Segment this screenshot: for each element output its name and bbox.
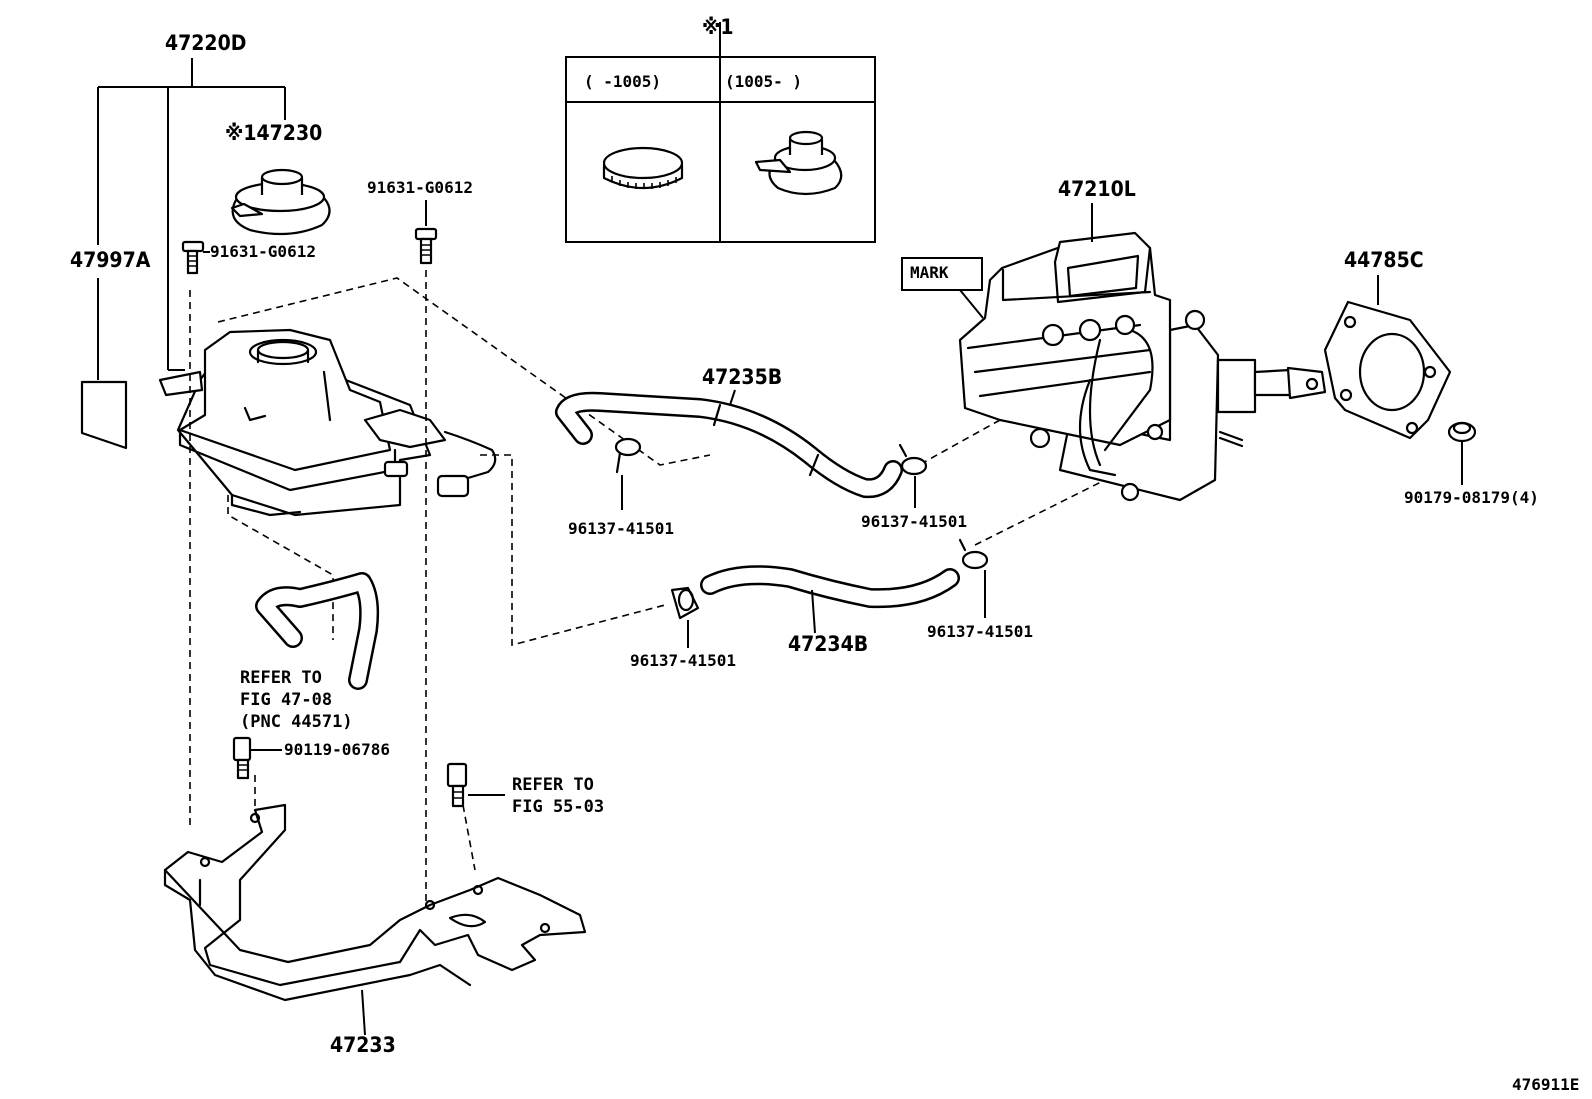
bolt-91631-lower-icon <box>181 240 205 275</box>
cap-new-icon <box>754 130 843 196</box>
refer-b-line1: REFER TO <box>512 775 594 795</box>
leader-47233 <box>361 989 366 1036</box>
label-clip-96137-3: 96137-41501 <box>630 651 736 670</box>
label-47233: 47233 <box>330 1033 396 1057</box>
legend-box <box>565 22 876 243</box>
label-plate-icon <box>80 380 128 450</box>
bracket-47233-icon <box>163 803 587 1002</box>
label-note-1: ※1 <box>702 15 734 39</box>
reservoir-cap-icon <box>230 168 331 236</box>
label-clip-96137-4: 96137-41501 <box>927 622 1033 641</box>
legend-col1-label: ( -1005) <box>584 72 661 91</box>
legend-col2-label: (1005- ) <box>725 72 802 91</box>
bolt-91631-upper-icon <box>414 227 438 265</box>
label-47220d: 47220D <box>165 31 246 55</box>
figure-id: 476911E <box>1512 1075 1579 1094</box>
mark-box <box>901 257 983 291</box>
dashed-guides <box>189 270 1121 905</box>
label-47997a: 47997A <box>70 248 151 272</box>
label-47234b: 47234B <box>788 632 868 656</box>
clip-96137-3-icon <box>670 586 700 620</box>
label-nut-90179: 90179-08179(4) <box>1404 488 1539 507</box>
label-47235b: 47235B <box>702 365 782 389</box>
label-bolt-91631-lower: 91631-G0612 <box>210 242 316 261</box>
label-47210l: 47210L <box>1058 177 1136 201</box>
refer-a-line3: (PNC 44571) <box>240 712 353 732</box>
bolt-refer-icon <box>446 762 468 808</box>
label-44785c: 44785C <box>1344 248 1424 272</box>
gasket-44785c-icon <box>1323 300 1452 440</box>
label-clip-96137-2: 96137-41501 <box>861 512 967 531</box>
bolt-90119-icon <box>232 736 252 780</box>
clip-96137-4-icon <box>958 538 989 570</box>
leader-47235b <box>729 389 736 406</box>
label-cap-47230: ※147230 <box>225 121 322 145</box>
label-mark: MARK <box>910 263 949 282</box>
nut-90179-icon <box>1447 421 1477 443</box>
hose-refer-icon <box>255 572 380 690</box>
leader-mark <box>959 289 984 319</box>
hose-47234b-icon <box>700 565 960 609</box>
refer-a-line1: REFER TO <box>240 668 322 688</box>
refer-a-line2: FIG 47-08 <box>240 690 332 710</box>
leader-47220d <box>97 58 286 380</box>
refer-b-line2: FIG 55-03 <box>512 797 604 817</box>
label-bolt-90119: 90119-06786 <box>284 740 390 759</box>
reservoir-tank-icon <box>158 328 497 517</box>
clip-96137-1-icon <box>614 437 642 474</box>
label-clip-96137-1: 96137-41501 <box>568 519 674 538</box>
label-bolt-91631-upper: 91631-G0612 <box>367 178 473 197</box>
leader-47234b <box>811 589 816 634</box>
clip-96137-2-icon <box>898 443 928 476</box>
hose-47235b-icon <box>555 391 903 499</box>
cap-old-icon <box>602 146 684 190</box>
brake-booster-icon <box>958 231 1327 502</box>
